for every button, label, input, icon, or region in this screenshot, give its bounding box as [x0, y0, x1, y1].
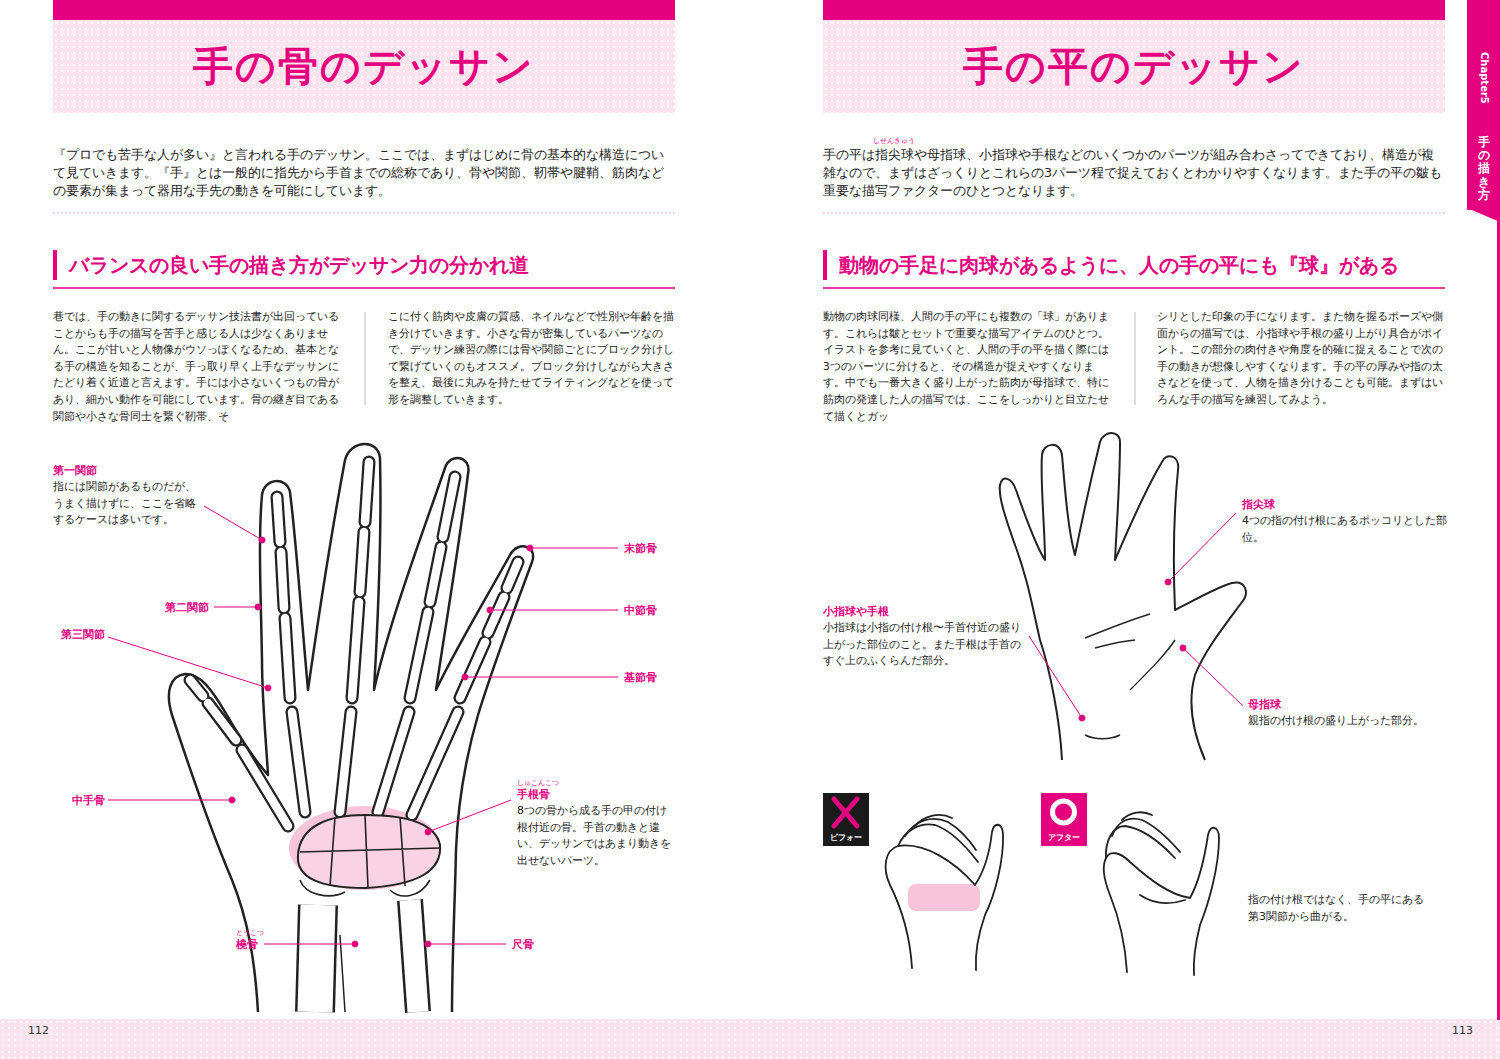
ruby-reading: しゅこんこつ	[517, 779, 559, 787]
part-label: 指尖球	[1242, 497, 1275, 511]
body-paragraph: 動物の肉球同様、人間の手の平にも複数の「球」があります。これらは皺とセットで重要…	[823, 309, 1113, 425]
badge-text: ビフォー	[830, 832, 862, 843]
page-title: 手の平のデッサン	[963, 39, 1305, 94]
body-paragraph: シリとした印象の手になります。また物を握るポーズや側面からの描写では、小指球や手…	[1157, 309, 1446, 409]
part-label: 橈骨	[236, 937, 258, 951]
rotated-text-holder: Chapter5	[1467, 52, 1500, 132]
badge-text: アフター	[1048, 832, 1080, 843]
part-label: 小指球や手根	[823, 604, 889, 618]
part-label: 中節骨	[624, 603, 657, 617]
part-label: 手根骨	[517, 787, 550, 801]
before-badge: ビフォー	[823, 793, 869, 846]
callout-note: 4つの指の付け根にあるポッコリとした部位。	[1242, 513, 1467, 546]
section-heading: バランスの良い手の描き方がデッサン力の分かれ道	[53, 250, 675, 280]
section-heading: 動物の手足に肉球があるように、人の手の平にも『球』がある	[823, 250, 1445, 280]
body-paragraph: 巷では、手の動きに関するデッサン技法書が出回っていることからも手の描写を苦手と感…	[53, 309, 343, 425]
ruby-reading: しせんきゅう	[873, 137, 915, 145]
part-label: 基節骨	[624, 670, 657, 684]
part-label: 第二関節	[165, 600, 209, 614]
part-label: 末節骨	[624, 541, 657, 555]
page-title: 手の骨のデッサン	[193, 39, 535, 94]
title-band: 手の骨のデッサン	[53, 20, 675, 113]
part-label: 尺骨	[512, 937, 534, 951]
callout-note: 小指球は小指の付け根〜手首付近の盛り上がった部位のこと。また手根は手首のすぐ上の…	[823, 620, 1023, 670]
footer-band	[0, 1019, 1500, 1059]
page-number: 112	[28, 1024, 49, 1037]
after-badge: アフター	[1041, 793, 1087, 846]
chapter-tab: Chapter5 手の描き方	[1467, 0, 1500, 210]
chapter-number: Chapter5	[1479, 52, 1490, 104]
part-label: 第一関節	[53, 463, 97, 477]
callout-note: 親指の付け根の盛り上がった部分。	[1248, 713, 1443, 730]
intro-paragraph: 手の平は指尖球や母指球、小指球や手根などのいくつかのパーツが組み合わさってできて…	[823, 146, 1445, 200]
callout-note: 8つの骨から成る手の甲の付け根付近の骨。手首の動きと違い、デッサンではあまり動き…	[517, 803, 675, 869]
part-label: 中手骨	[72, 793, 105, 807]
part-label: 第三関節	[61, 627, 105, 641]
part-label: 母指球	[1248, 697, 1281, 711]
intro-paragraph: 『プロでも苦手な人が多い』と言われる手のデッサン。ここでは、まずはじめに骨の基本…	[53, 146, 675, 200]
ruby-reading: とうこつ	[236, 929, 264, 937]
title-band: 手の平のデッサン	[823, 20, 1445, 113]
body-paragraph: こに付く筋肉や皮膚の質感、ネイルなどで性別や年齢を描き分けていきます。小さな骨が…	[388, 309, 677, 409]
callout-note: 指の付け根ではなく、手の平にある第3関節から曲がる。	[1248, 892, 1428, 925]
callout-note: 指には関節があるものだが、うまく描けずに、ここを省略するケースは多いです。	[53, 479, 199, 529]
chapter-title: 手の描き方	[1478, 136, 1490, 202]
page-number: 113	[1452, 1024, 1473, 1037]
